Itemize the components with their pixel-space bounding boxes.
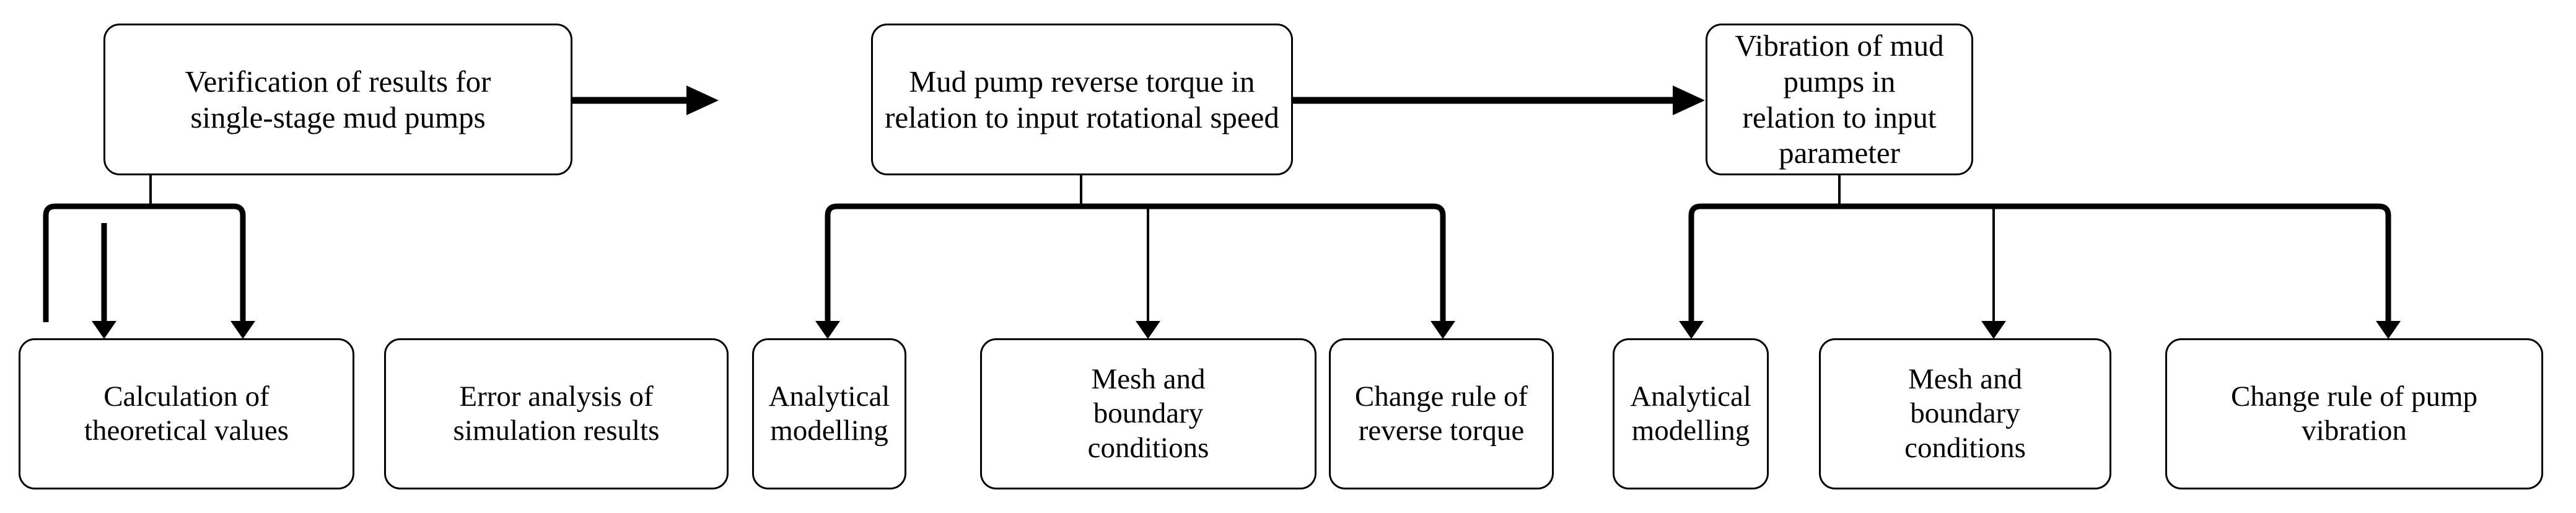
node-calculation-theoretical[interactable]: Calculation of theoretical values bbox=[19, 338, 354, 489]
node-change-rule-pump-vibration[interactable]: Change rule of pump vibration bbox=[2165, 338, 2543, 489]
connector-reverse-torque-to-vibration bbox=[1293, 86, 1705, 115]
node-analytical-modelling-torque[interactable]: Analytical modelling bbox=[752, 338, 906, 489]
node-analytical-modelling-torque-label: Analytical modelling bbox=[768, 380, 890, 447]
branch-bus-reverse-torque bbox=[815, 175, 1455, 339]
node-error-analysis-label: Error analysis of simulation results bbox=[453, 380, 660, 447]
node-mesh-boundary-torque[interactable]: Mesh and boundary conditions bbox=[980, 338, 1316, 489]
branch-bus-verification bbox=[43, 175, 255, 339]
node-change-rule-pump-vibration-label: Change rule of pump vibration bbox=[2230, 380, 2478, 447]
branch-bus-vibration bbox=[1679, 175, 2401, 339]
node-vibration[interactable]: Vibration of mud pumps in relation to in… bbox=[1706, 24, 1973, 175]
node-calculation-theoretical-label: Calculation of theoretical values bbox=[84, 380, 289, 447]
node-verification[interactable]: Verification of results for single-stage… bbox=[103, 24, 572, 175]
node-mesh-boundary-vibration[interactable]: Mesh and boundary conditions bbox=[1819, 338, 2111, 489]
node-change-rule-reverse-torque-label: Change rule of reverse torque bbox=[1354, 380, 1528, 447]
node-change-rule-reverse-torque[interactable]: Change rule of reverse torque bbox=[1329, 338, 1554, 489]
node-mesh-boundary-torque-label: Mesh and boundary conditions bbox=[1087, 362, 1209, 464]
node-mesh-boundary-vibration-label: Mesh and boundary conditions bbox=[1904, 362, 2026, 464]
node-error-analysis[interactable]: Error analysis of simulation results bbox=[384, 338, 729, 489]
node-analytical-modelling-vibration[interactable]: Analytical modelling bbox=[1613, 338, 1769, 489]
node-vibration-label: Vibration of mud pumps in relation to in… bbox=[1735, 28, 1944, 170]
node-reverse-torque[interactable]: Mud pump reverse torque in relation to i… bbox=[871, 24, 1293, 175]
connector-verification-to-reverse-torque bbox=[572, 86, 719, 115]
node-verification-label: Verification of results for single-stage… bbox=[185, 64, 491, 134]
node-analytical-modelling-vibration-label: Analytical modelling bbox=[1630, 380, 1751, 447]
node-reverse-torque-label: Mud pump reverse torque in relation to i… bbox=[885, 64, 1279, 134]
